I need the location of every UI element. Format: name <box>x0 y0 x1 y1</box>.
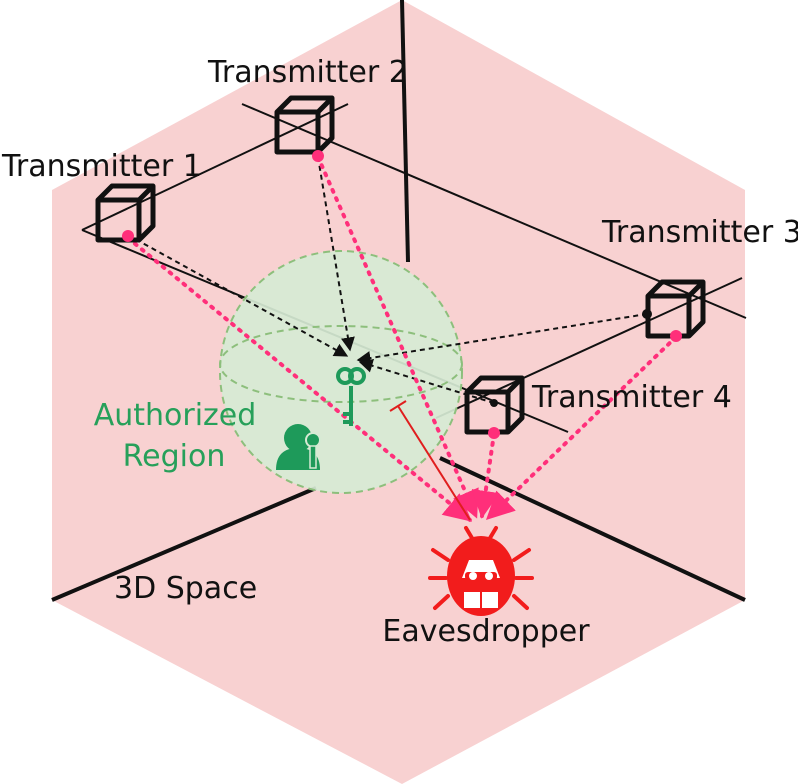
blocked-link <box>389 400 471 521</box>
authorized-region-label-line2: Region <box>123 439 226 474</box>
transmitter-4-label: Transmitter 4 <box>531 380 732 415</box>
transmitter-2-cube-icon <box>274 95 335 155</box>
eavesdropper-label: Eavesdropper <box>382 614 590 649</box>
eavesdrop-beams <box>126 155 678 522</box>
transmitter-3-cube-icon <box>645 279 706 339</box>
transmitter-2-label: Transmitter 2 <box>207 55 408 90</box>
bug-spy-icon <box>428 526 534 616</box>
legitimate-beams <box>127 156 648 404</box>
authorized-region-label-line1: Authorized <box>94 398 257 433</box>
axis-right <box>439 456 746 602</box>
axis-left <box>51 486 317 602</box>
user-with-key-icon <box>276 424 321 470</box>
transmitter-3-label: Transmitter 3 <box>601 215 798 250</box>
antenna-dots <box>122 150 682 439</box>
key-icon <box>336 367 366 426</box>
transmitter-1-cube-icon <box>95 183 156 243</box>
axis-vertical <box>400 0 410 263</box>
space-label: 3D Space <box>114 571 257 606</box>
transmitter-4-cube-icon <box>464 375 525 435</box>
transmitter-1-label: Transmitter 1 <box>1 149 202 184</box>
